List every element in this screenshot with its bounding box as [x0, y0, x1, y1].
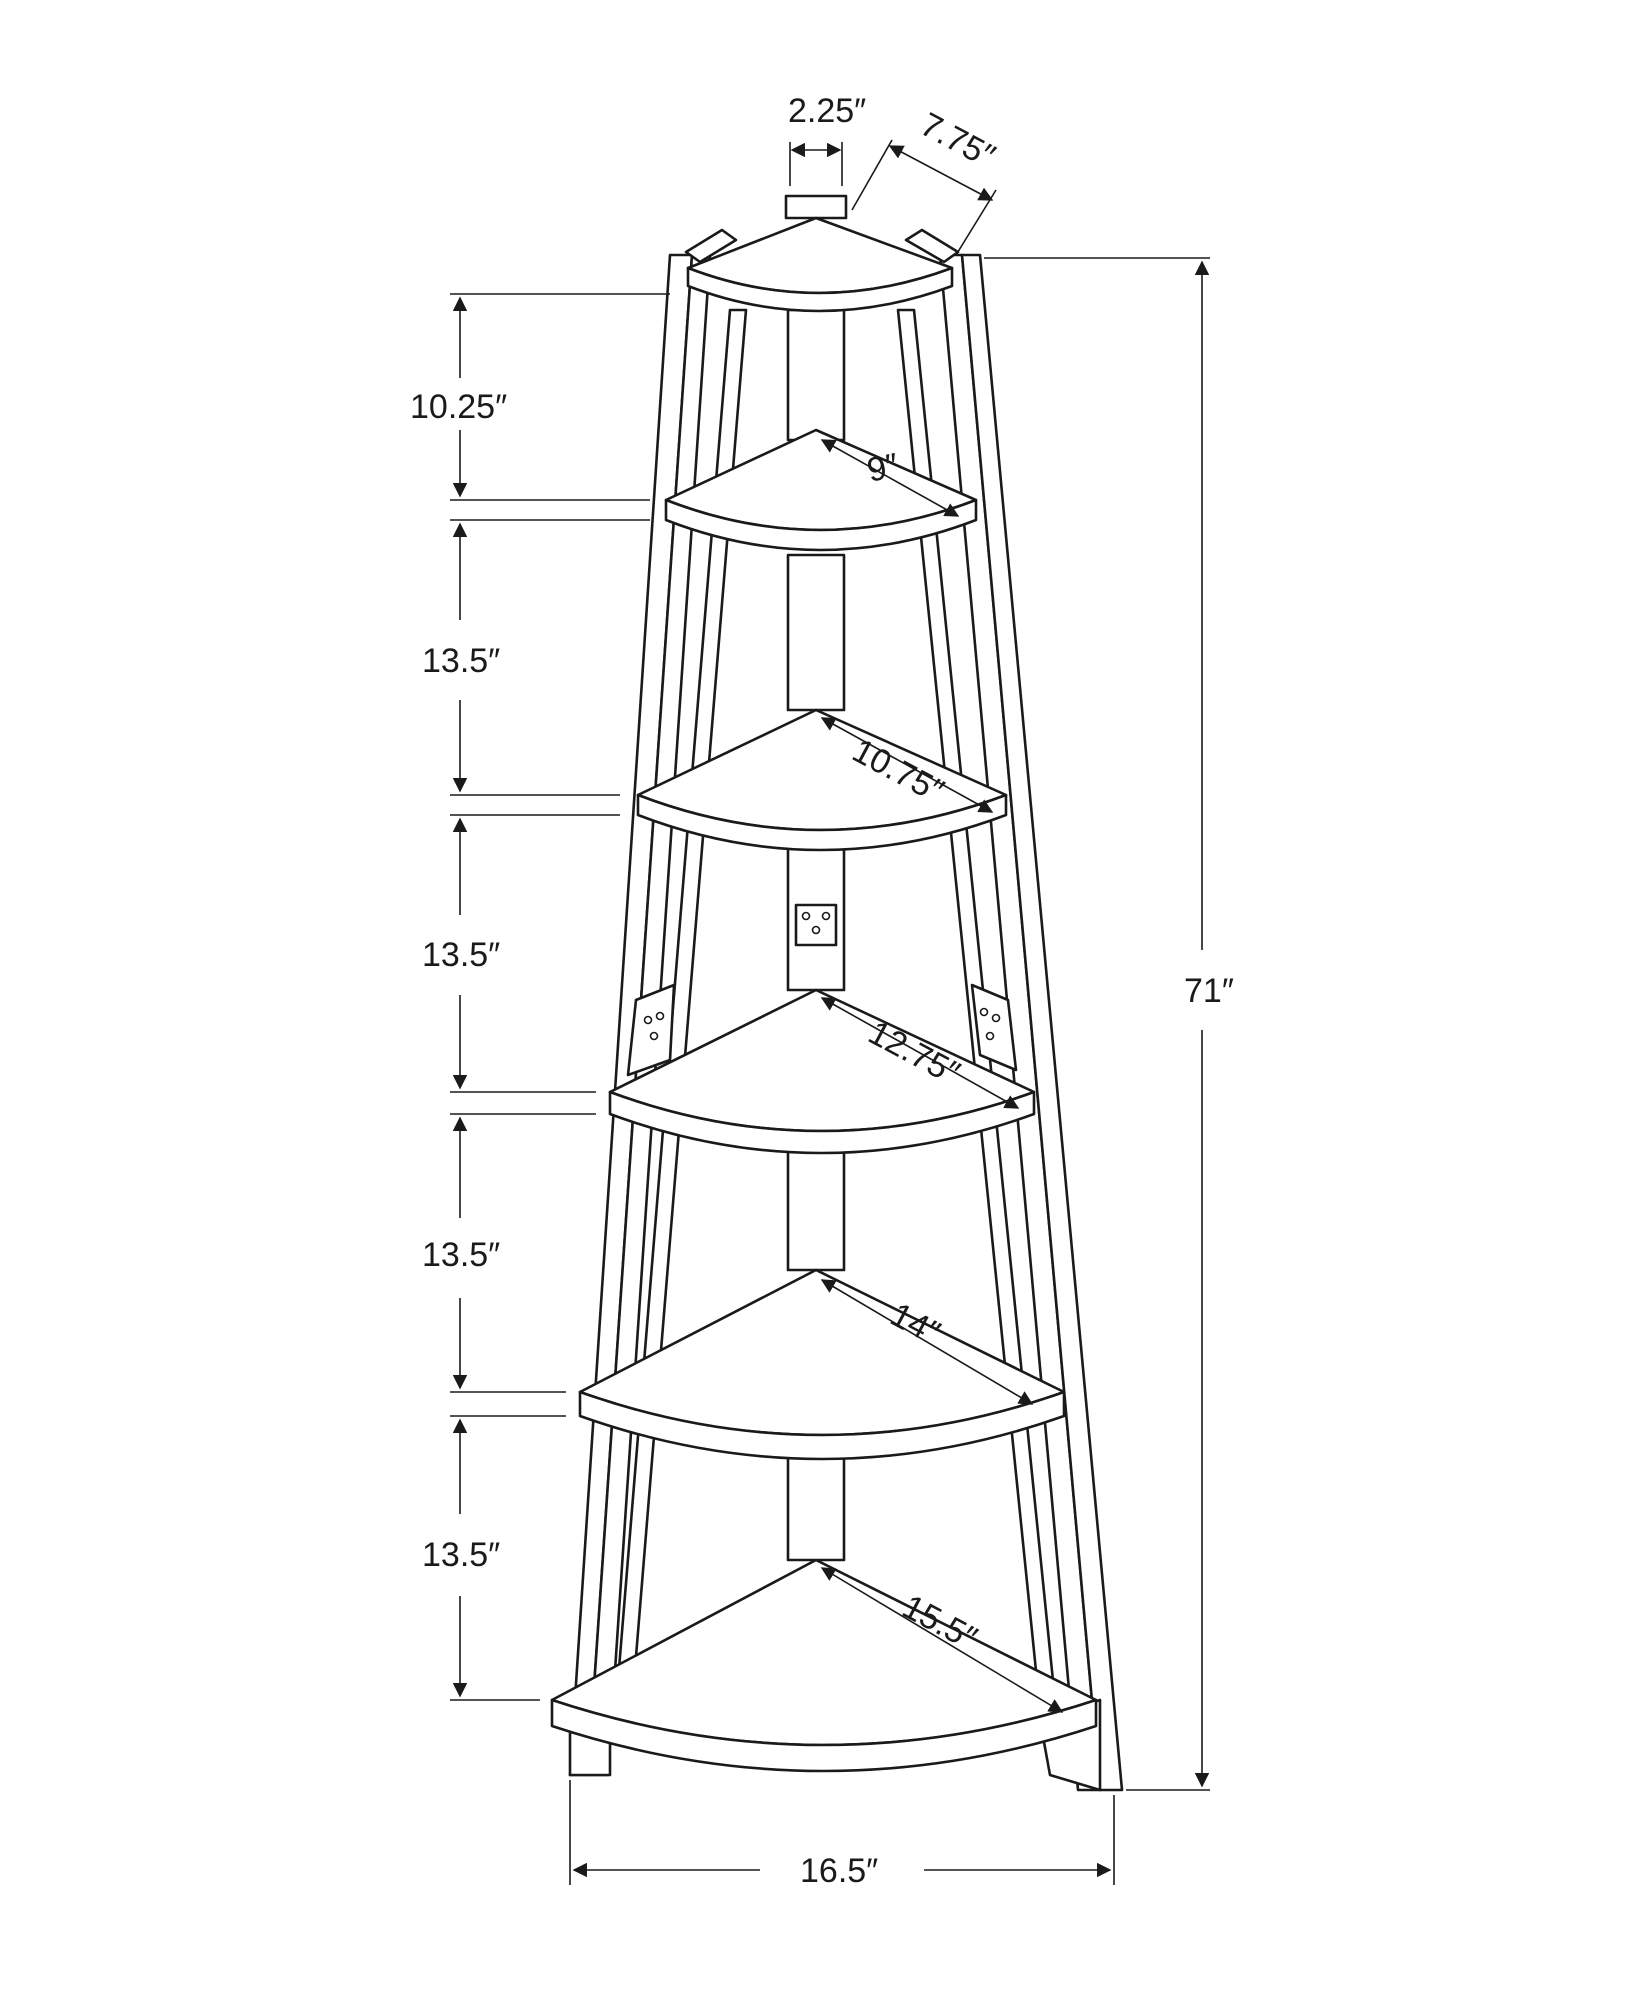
top-post-cap [784, 194, 848, 220]
left-bracket [626, 983, 676, 1077]
dim-left-spacings: 10.25″ 13.5″ 13.5″ 13.5″ 13.5″ [410, 293, 670, 1701]
center-post-4 [786, 1148, 846, 1272]
right-leg [938, 253, 1102, 1792]
shelf-1 [686, 216, 954, 313]
label-spacing-5: 13.5″ [422, 1536, 500, 1574]
label-total-height: 71″ [1184, 972, 1234, 1010]
label-spacing-2: 13.5″ [422, 642, 500, 680]
top-left-tab [684, 228, 738, 264]
dim-total-height: 71″ [984, 257, 1234, 1791]
dim-base-width: 16.5″ [569, 1780, 1115, 1890]
label-spacing-3: 13.5″ [422, 936, 500, 974]
dim-top-post-width: 2.25″ [788, 92, 866, 186]
label-spacing-4: 13.5″ [422, 1236, 500, 1274]
center-post-1 [786, 308, 846, 442]
center-post-5 [786, 1448, 846, 1562]
bookcase-frame [568, 194, 1124, 1792]
label-shelf-2-depth: 9″ [864, 446, 902, 490]
right-leg-outer [960, 253, 1124, 1792]
shelf-2 [664, 428, 978, 552]
center-bracket [794, 903, 838, 947]
label-base-width: 16.5″ [800, 1852, 878, 1890]
center-post-2 [786, 553, 846, 712]
label-spacing-top: 10.25″ [410, 388, 507, 426]
label-top-post-width: 2.25″ [788, 92, 866, 130]
